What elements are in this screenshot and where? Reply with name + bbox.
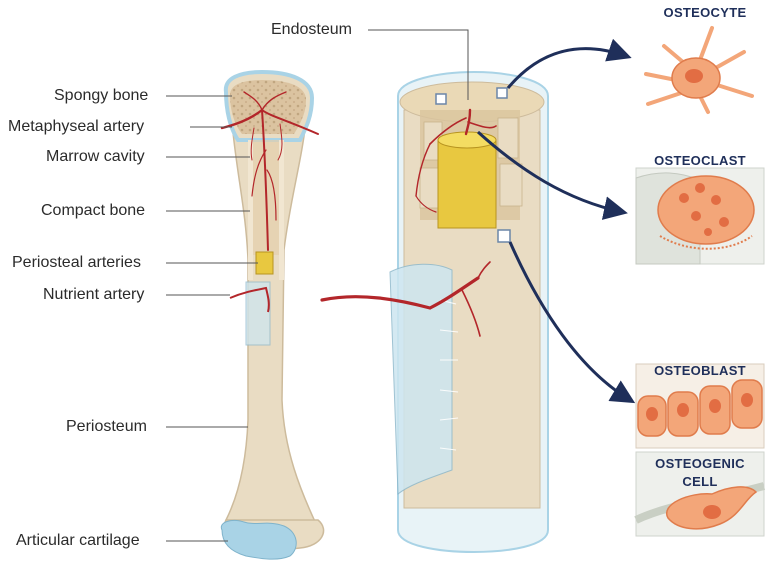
nutrient-artery-vessel	[229, 286, 270, 313]
periosteum-flap	[389, 263, 453, 496]
label-compact-bone: Compact bone	[41, 202, 146, 219]
cell-arrows	[476, 38, 636, 404]
label-periosteum: Periosteum	[66, 418, 147, 435]
callout-leaders	[166, 29, 469, 542]
endosteum-marker-1	[435, 93, 447, 105]
osteocyte-panel	[644, 26, 754, 114]
compact-bone-cut	[248, 140, 253, 280]
label-endosteum: Endosteum	[271, 21, 352, 38]
yellow-marrow	[255, 251, 274, 275]
magnified-bone-section	[320, 70, 549, 554]
endosteum-marker-3	[497, 229, 511, 243]
label-spongy-bone: Spongy bone	[54, 87, 149, 104]
section-arteries	[320, 108, 497, 337]
title-osteocyte: OSTEOCYTE	[663, 5, 747, 20]
osteogenic-cell-panel	[634, 451, 766, 537]
label-periosteal-arteries: Periosteal arteries	[12, 254, 141, 271]
spongy-bone-region	[230, 80, 306, 134]
long-bone	[220, 69, 325, 560]
arrow-to-osteocyte	[506, 38, 632, 89]
label-articular-cartilage: Articular cartilage	[16, 532, 140, 549]
title-osteoblast: OSTEOBLAST	[654, 363, 746, 378]
endosteum-marker-2	[496, 87, 508, 99]
label-metaphyseal-artery: Metaphyseal artery	[8, 118, 145, 135]
arrow-to-osteoclast	[476, 130, 628, 220]
articular-cartilage	[220, 519, 297, 560]
periosteum-sleeve	[245, 281, 271, 346]
title-osteoclast: OSTEOCLAST	[654, 153, 746, 168]
osteoblast-panel	[635, 363, 765, 449]
arrow-to-osteoblast	[508, 241, 636, 404]
marrow-cylinder	[437, 139, 497, 229]
osteoclast-panel	[635, 167, 765, 265]
label-marrow-cavity: Marrow cavity	[46, 148, 145, 165]
title-osteogenic-line2: CELL	[682, 474, 718, 489]
title-osteogenic-line1: OSTEOGENIC	[655, 456, 745, 471]
label-nutrient-artery: Nutrient artery	[43, 286, 145, 303]
